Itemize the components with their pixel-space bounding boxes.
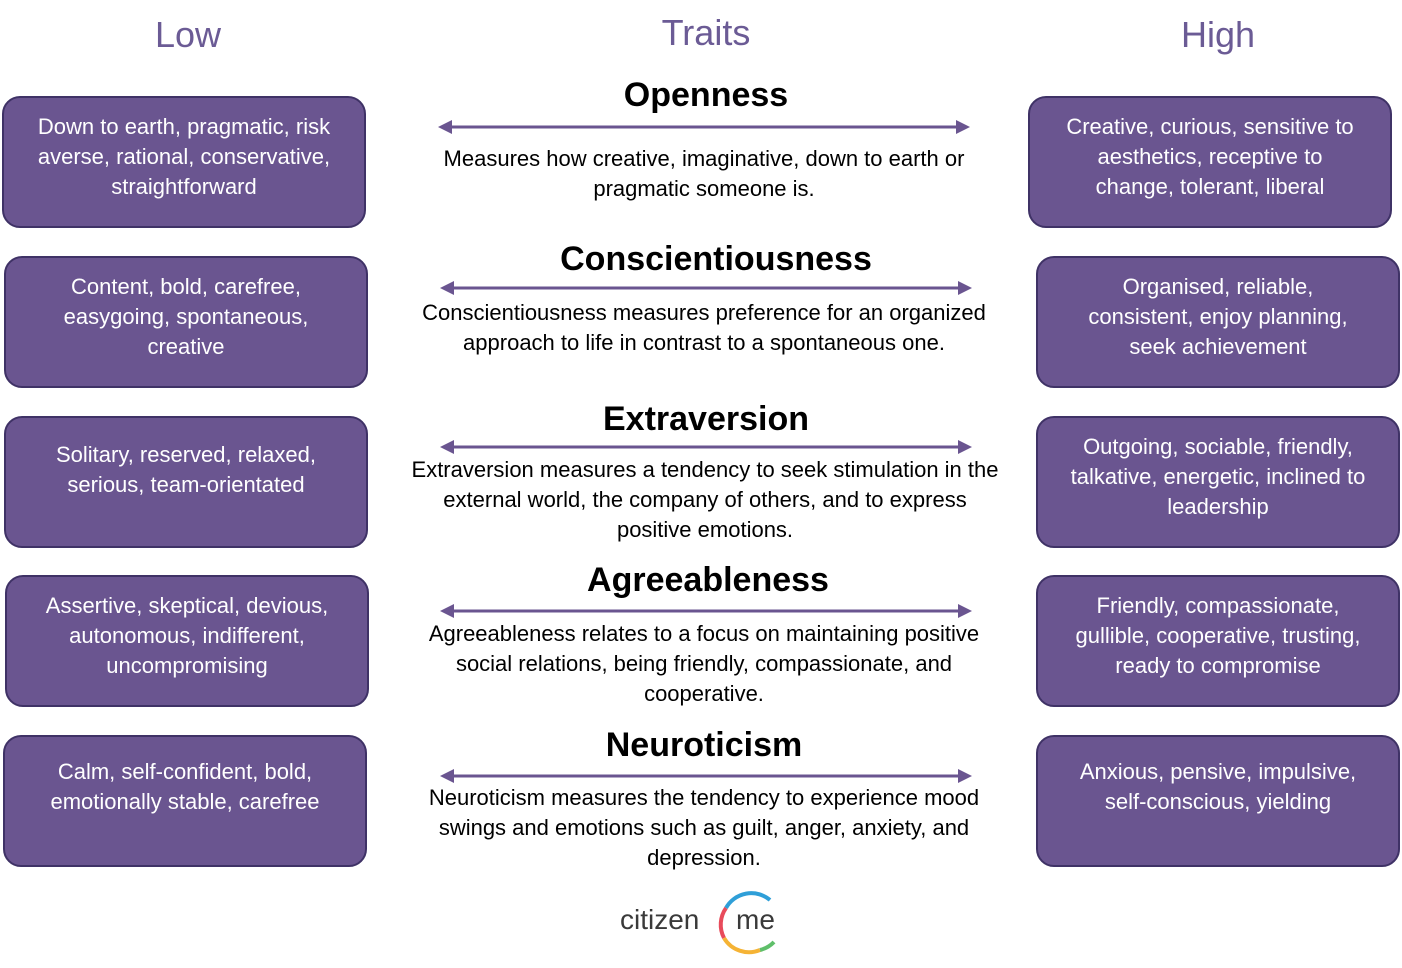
agreeableness-title: Agreeableness bbox=[587, 561, 829, 599]
neuroticism-low-box: Calm, self-confident, bold, emotionally … bbox=[3, 735, 367, 867]
description-line: pragmatic someone is. bbox=[593, 176, 815, 201]
low-line: straightforward bbox=[111, 174, 257, 199]
description-line: depression. bbox=[647, 845, 761, 870]
high-line: self-conscious, yielding bbox=[1104, 789, 1332, 814]
description-line: social relations, being friendly, compas… bbox=[455, 651, 953, 676]
high-line: leadership bbox=[1167, 494, 1269, 519]
high-column-header: High bbox=[1180, 14, 1256, 55]
openness-low-box: Down to earth, pragmatic, risk averse, r… bbox=[2, 96, 366, 228]
high-line: consistent, enjoy planning, bbox=[1088, 304, 1348, 329]
description-line: positive emotions. bbox=[616, 517, 794, 542]
low-line: Content, bold, carefree, bbox=[71, 274, 301, 299]
low-line: averse, rational, conservative, bbox=[37, 144, 331, 169]
agreeableness-arrow bbox=[440, 604, 972, 618]
logo-ring-icon bbox=[718, 891, 776, 955]
description-line: Agreeableness relates to a focus on main… bbox=[428, 621, 980, 646]
low-line: easygoing, spontaneous, bbox=[63, 304, 309, 329]
neuroticism-title: Neuroticism bbox=[605, 726, 803, 764]
logo-word-me: me bbox=[736, 904, 775, 935]
description-line: Neuroticism measures the tendency to exp… bbox=[428, 785, 980, 810]
description-line: Conscientiousness measures preference fo… bbox=[422, 300, 986, 325]
description-line: swings and emotions such as guilt, anger… bbox=[438, 815, 970, 840]
neuroticism-arrow bbox=[440, 769, 972, 783]
high-line: change, tolerant, liberal bbox=[1095, 174, 1325, 199]
openness-arrow bbox=[438, 120, 970, 134]
description-line: approach to life in contrast to a sponta… bbox=[463, 330, 945, 355]
openness-high-box: Creative, curious, sensitive to aestheti… bbox=[1028, 96, 1392, 228]
neuroticism-description: Neuroticism measures the tendency to exp… bbox=[396, 783, 1012, 873]
openness-description: Measures how creative, imaginative, down… bbox=[396, 144, 1012, 204]
high-line: Organised, reliable, bbox=[1122, 274, 1314, 299]
low-line: Solitary, reserved, relaxed, bbox=[55, 442, 317, 467]
low-line: Down to earth, pragmatic, risk bbox=[37, 114, 331, 139]
high-line: Friendly, compassionate, bbox=[1096, 593, 1340, 618]
low-line: emotionally stable, carefree bbox=[50, 789, 320, 814]
agreeableness-low-box: Assertive, skeptical, devious, autonomou… bbox=[5, 575, 369, 707]
extraversion-arrow bbox=[440, 440, 972, 454]
high-line: seek achievement bbox=[1129, 334, 1307, 359]
conscientiousness-arrow bbox=[440, 281, 972, 295]
description-line: cooperative. bbox=[644, 681, 764, 706]
description-line: Extraversion measures a tendency to seek… bbox=[411, 457, 999, 482]
low-line: serious, team-orientated bbox=[67, 472, 305, 497]
low-line: uncompromising bbox=[106, 653, 268, 678]
extraversion-high-box: Outgoing, sociable, friendly, talkative,… bbox=[1036, 416, 1400, 548]
low-line: Calm, self-confident, bold, bbox=[57, 759, 313, 784]
high-line: Outgoing, sociable, friendly, bbox=[1083, 434, 1353, 459]
high-line: talkative, energetic, inclined to bbox=[1070, 464, 1366, 489]
agreeableness-high-box: Friendly, compassionate, gullible, coope… bbox=[1036, 575, 1400, 707]
low-column-header: Low bbox=[154, 14, 222, 55]
high-line: Creative, curious, sensitive to bbox=[1066, 114, 1354, 139]
high-line: gullible, cooperative, trusting, bbox=[1075, 623, 1361, 648]
extraversion-description: Extraversion measures a tendency to seek… bbox=[380, 455, 1030, 545]
conscientiousness-description: Conscientiousness measures preference fo… bbox=[396, 298, 1012, 358]
description-line: external world, the company of others, a… bbox=[443, 487, 967, 512]
logo-word-citizen: citizen bbox=[620, 904, 700, 935]
high-line: Anxious, pensive, impulsive, bbox=[1079, 759, 1357, 784]
low-line: creative bbox=[147, 334, 225, 359]
conscientiousness-low-box: Content, bold, carefree, easygoing, spon… bbox=[4, 256, 368, 388]
description-line: Measures how creative, imaginative, down… bbox=[443, 146, 965, 171]
high-line: ready to compromise bbox=[1115, 653, 1321, 678]
citizenme-logo: citizen me bbox=[620, 888, 790, 958]
traits-column-header: Traits bbox=[661, 12, 751, 53]
extraversion-title: Extraversion bbox=[603, 400, 809, 438]
low-line: autonomous, indifferent, bbox=[69, 623, 305, 648]
neuroticism-high-box: Anxious, pensive, impulsive, self-consci… bbox=[1036, 735, 1400, 867]
conscientiousness-high-box: Organised, reliable, consistent, enjoy p… bbox=[1036, 256, 1400, 388]
openness-title: Openness bbox=[623, 76, 789, 114]
conscientiousness-title: Conscientiousness bbox=[560, 240, 872, 278]
low-line: Assertive, skeptical, devious, bbox=[45, 593, 329, 618]
agreeableness-description: Agreeableness relates to a focus on main… bbox=[396, 619, 1012, 709]
extraversion-low-box: Solitary, reserved, relaxed, serious, te… bbox=[4, 416, 368, 548]
high-line: aesthetics, receptive to bbox=[1097, 144, 1323, 169]
